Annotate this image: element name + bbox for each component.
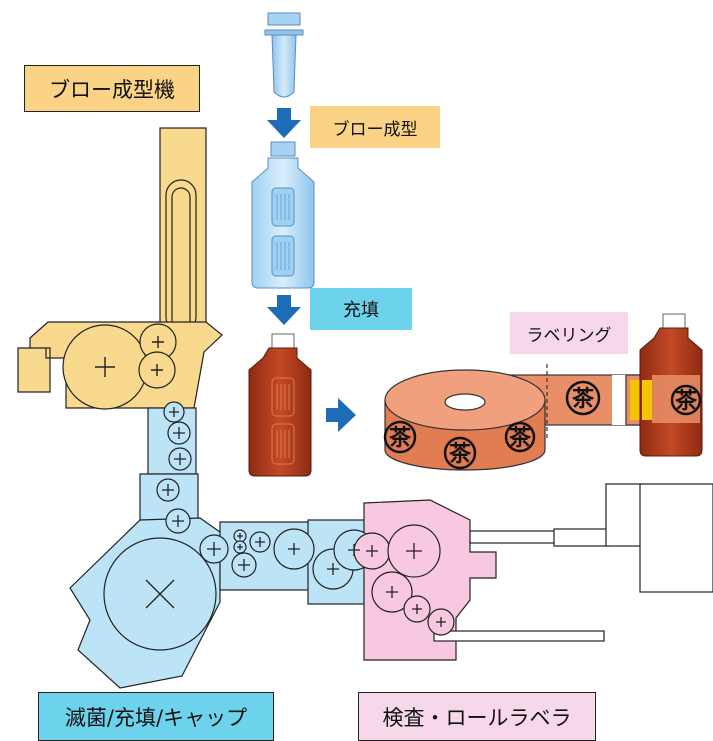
tea-mark: 茶: [572, 387, 595, 412]
right-arrow-icon: [326, 398, 356, 432]
blow-symbols: [95, 336, 164, 377]
blow-step-label: ブロー成型: [310, 106, 440, 148]
tea-mark: 茶: [509, 426, 532, 451]
labeled-bottle-icon: [639, 313, 703, 457]
labeling-step-label: ラベリング: [510, 312, 628, 354]
inspection-labeler-machine: [333, 483, 713, 661]
label-roll-icon: [384, 364, 643, 471]
down-arrow-icon: [267, 295, 301, 325]
blow-molding-machine: [17, 127, 223, 410]
empty-bottle-icon: [251, 141, 315, 289]
tea-mark: 茶: [389, 426, 412, 451]
inspection-symbols: [348, 543, 446, 627]
sterilize-fill-cap-machine: [69, 401, 367, 689]
fill-step-label: 充填: [310, 288, 412, 330]
inspect-machine-label: 検査・ロールラベラ: [358, 692, 596, 741]
down-arrow-icon: [267, 108, 301, 138]
tea-bottle-icon: [248, 333, 312, 477]
preform-icon: [264, 12, 304, 98]
sterilize-machine-label: 滅菌/充填/キャップ: [38, 692, 274, 741]
tea-mark: 茶: [675, 389, 698, 414]
tea-mark: 茶: [449, 442, 472, 467]
sterilize-symbols: [145, 407, 339, 609]
blow-machine-label: ブロー成型機: [24, 65, 200, 112]
tea-marks: 茶 茶 茶 茶 茶: [383, 380, 702, 470]
